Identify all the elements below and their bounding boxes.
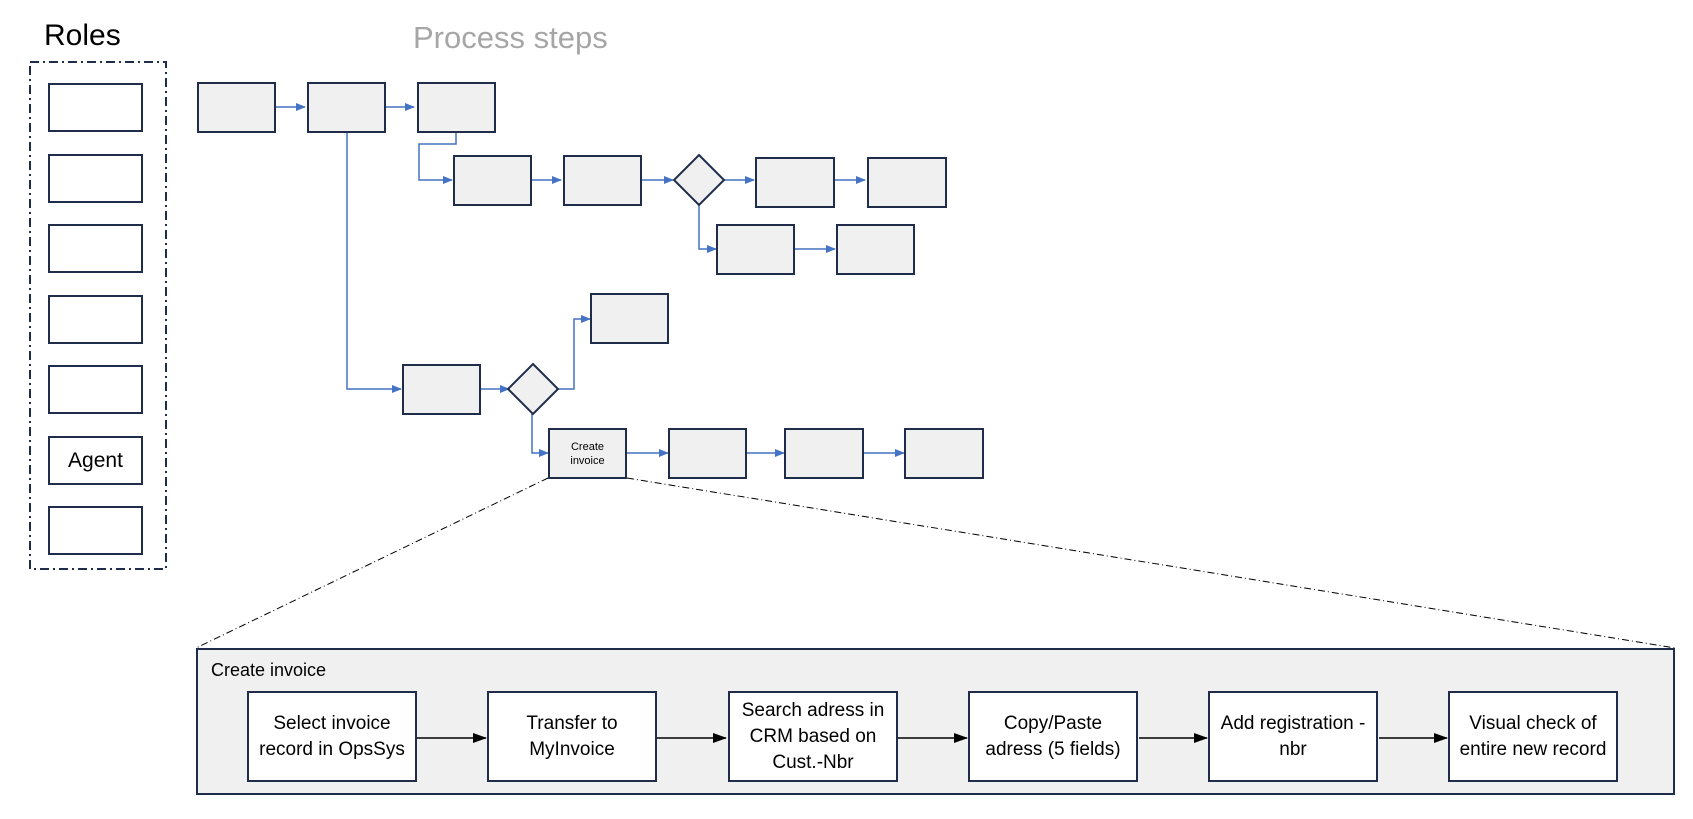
process-step[interactable] xyxy=(590,293,669,344)
detail-step-copy-paste[interactable]: Copy/Paste adress (5 fields) xyxy=(968,691,1138,782)
process-step[interactable] xyxy=(867,157,947,208)
process-step[interactable] xyxy=(755,157,835,208)
process-connectors xyxy=(276,103,905,457)
process-step[interactable] xyxy=(836,224,915,275)
zoom-callout-lines xyxy=(195,477,1676,649)
detail-panel-title: Create invoice xyxy=(211,660,327,680)
process-steps-title: Process steps xyxy=(413,20,608,55)
role-box[interactable] xyxy=(48,154,143,203)
process-step[interactable] xyxy=(716,224,795,275)
process-step[interactable] xyxy=(784,428,864,479)
detail-panel xyxy=(196,648,1675,795)
detail-step-select-invoice[interactable]: Select invoice record in OpsSys xyxy=(247,691,417,782)
role-box[interactable] xyxy=(48,506,143,555)
process-step[interactable] xyxy=(417,82,496,133)
roles-title: Roles xyxy=(44,19,121,52)
role-box[interactable] xyxy=(48,295,143,344)
detail-step-search-address[interactable]: Search adress in CRM based on Cust.-Nbr xyxy=(728,691,898,782)
process-step-create-invoice[interactable]: Create invoice xyxy=(548,428,627,479)
detail-step-add-registration[interactable]: Add registration - nbr xyxy=(1208,691,1378,782)
role-box-agent[interactable]: Agent xyxy=(48,436,143,485)
detail-step-visual-check[interactable]: Visual check of entire new record xyxy=(1448,691,1618,782)
process-step[interactable] xyxy=(904,428,984,479)
role-box[interactable] xyxy=(48,365,143,414)
roles-container xyxy=(29,61,167,570)
role-box[interactable] xyxy=(48,83,143,132)
process-step[interactable] xyxy=(453,155,532,206)
detail-step-transfer[interactable]: Transfer to MyInvoice xyxy=(487,691,657,782)
decision-diamond xyxy=(506,362,560,416)
process-step[interactable] xyxy=(307,82,386,133)
process-step[interactable] xyxy=(197,82,276,133)
process-step[interactable] xyxy=(402,364,481,415)
process-step[interactable] xyxy=(668,428,747,479)
decision-diamond xyxy=(672,153,726,207)
process-step[interactable] xyxy=(563,155,642,206)
role-box[interactable] xyxy=(48,224,143,273)
